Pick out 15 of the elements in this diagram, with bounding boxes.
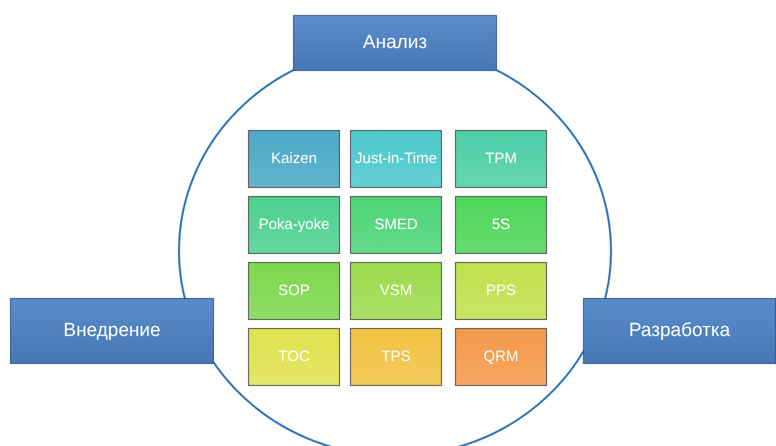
- method-box: Poka-yoke: [248, 196, 340, 254]
- method-box: Just-in-Time: [350, 130, 442, 188]
- stage-box: Внедрение: [10, 298, 214, 364]
- method-box: VSM: [350, 262, 442, 320]
- method-box: SOP: [248, 262, 340, 320]
- method-box: TPS: [350, 328, 442, 386]
- method-box: 5S: [455, 196, 547, 254]
- method-box: PPS: [455, 262, 547, 320]
- method-box: QRM: [455, 328, 547, 386]
- method-box: Kaizen: [248, 130, 340, 188]
- method-box: TPM: [455, 130, 547, 188]
- method-box: SMED: [350, 196, 442, 254]
- stage-box: Анализ: [293, 15, 497, 71]
- stage-box: Разработка: [583, 298, 776, 364]
- method-box: TOC: [248, 328, 340, 386]
